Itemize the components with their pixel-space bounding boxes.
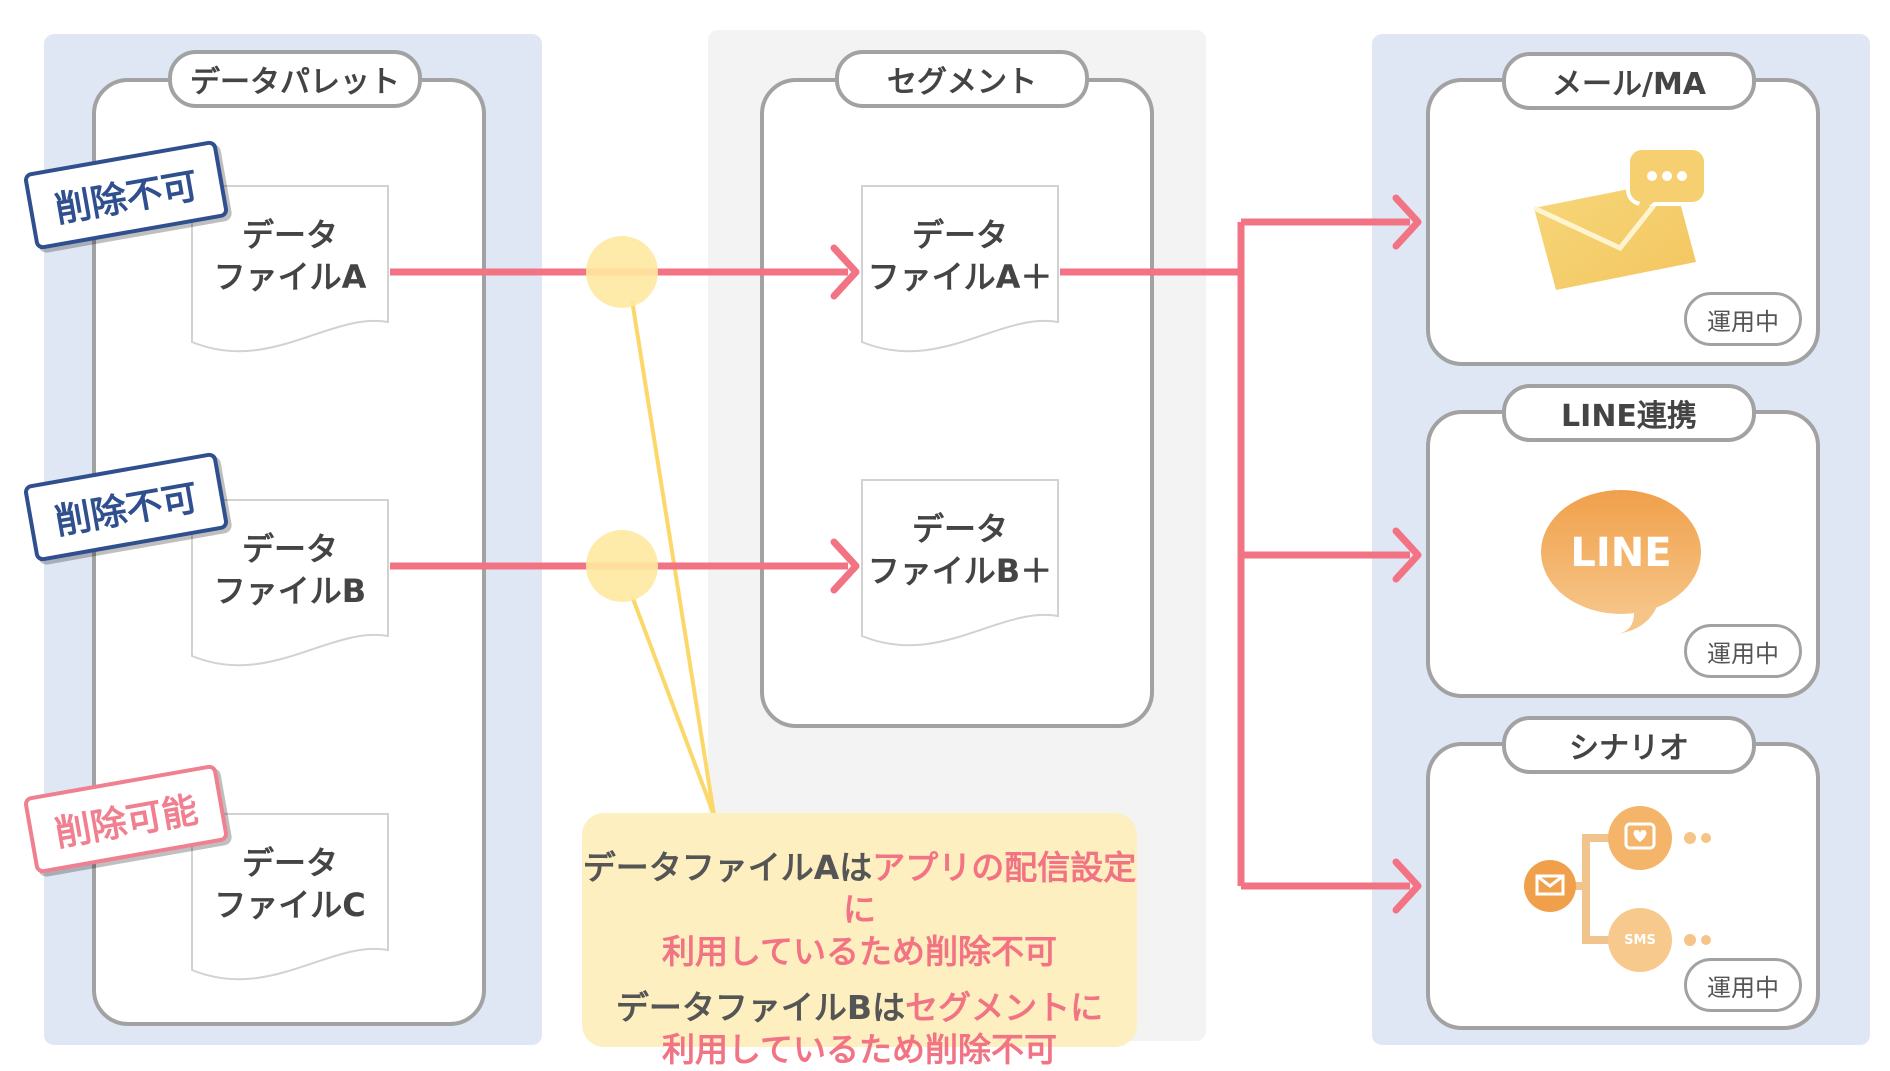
callout-line1-highlight: アプリの配信設定に — [843, 848, 1137, 929]
mail-chat-icon — [1532, 146, 1708, 290]
scenario-flow-icon: SMS — [1524, 806, 1711, 972]
file-label: データ ファイルB＋ — [867, 510, 1053, 590]
channel-mail-title: メール/MA — [1502, 52, 1756, 110]
channel-scenario-title: シナリオ — [1502, 716, 1756, 774]
file-label: データ ファイルB — [213, 530, 367, 610]
callout-line3: データファイルBは — [615, 988, 906, 1027]
channel-line-title: LINE連携 — [1502, 384, 1756, 442]
document-icon — [191, 813, 389, 981]
line-bubble-icon: LINE — [1541, 490, 1701, 634]
segment-file-a-plus: データ ファイルA＋ — [860, 184, 1060, 354]
callout-message-a: データファイルAはアプリの配信設定に 利用しているため削除不可 — [582, 847, 1137, 973]
sms-icon-text: SMS — [1624, 933, 1656, 948]
segment-title: セグメント — [835, 50, 1089, 108]
data-palette-title: データパレット — [168, 50, 422, 108]
palette-file-a: データ ファイルA — [190, 184, 390, 354]
palette-file-b: データ ファイルB — [190, 498, 390, 668]
status-badge-scenario: 運用中 — [1684, 958, 1802, 1012]
callout-line3-highlight: セグメントに — [905, 988, 1104, 1027]
callout-line4-highlight: 利用しているため削除不可 — [661, 1030, 1057, 1069]
status-badge-line: 運用中 — [1684, 624, 1802, 678]
status-badge-mail: 運用中 — [1684, 292, 1802, 346]
segment-file-b-plus: データ ファイルB＋ — [860, 478, 1060, 648]
channel-scenario-box — [1426, 742, 1820, 1030]
document-icon — [861, 479, 1059, 647]
file-label: データ ファイルC — [214, 844, 366, 924]
callout-line1: データファイルAは — [582, 848, 873, 887]
callout-line2-highlight: 利用しているため削除不可 — [661, 932, 1057, 971]
document-icon — [191, 185, 389, 353]
file-label: データ ファイルA — [213, 216, 367, 296]
file-label: データ ファイルA＋ — [867, 216, 1053, 296]
palette-file-c: データ ファイルC — [190, 812, 390, 982]
document-icon — [861, 185, 1059, 353]
info-callout: データファイルAはアプリの配信設定に 利用しているため削除不可 データファイルB… — [582, 813, 1137, 1069]
line-icon-text: LINE — [1570, 530, 1671, 576]
document-icon — [191, 499, 389, 667]
callout-message-b: データファイルBはセグメントに 利用しているため削除不可 — [582, 987, 1137, 1071]
